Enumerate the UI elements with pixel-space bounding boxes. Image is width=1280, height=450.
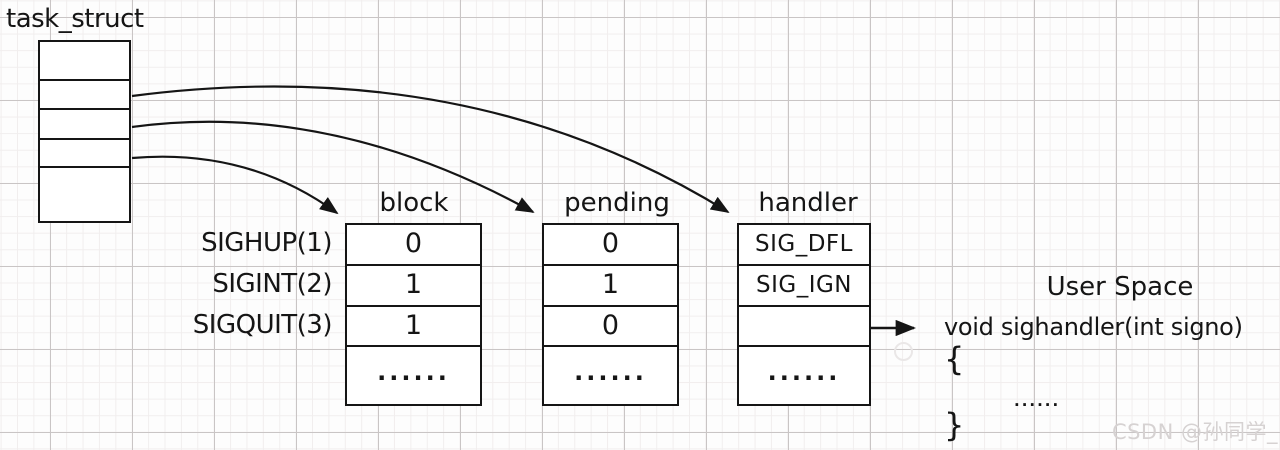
signal-label-sighup: SIGHUP(1) (201, 228, 332, 258)
code-body-ellipsis: ...... (1014, 392, 1061, 410)
pending-cell: 0 (601, 228, 620, 259)
pending-cell-ellipsis: ...... (544, 345, 677, 404)
block-cell: 1 (347, 304, 480, 346)
block-header: block (379, 188, 449, 218)
task-struct-box (38, 40, 131, 223)
pending-header: pending (564, 188, 670, 218)
faint-circle-decoration (894, 342, 913, 361)
task-struct-cell (40, 42, 129, 79)
handler-cell-empty (739, 304, 869, 346)
task-struct-cell (40, 79, 129, 108)
pending-cell: 0 (544, 304, 677, 346)
task-struct-cell (40, 138, 129, 166)
handler-cell: SIG_DFL (755, 231, 853, 257)
open-brace: { (944, 340, 965, 378)
arrow-to-handler-icon (131, 85, 730, 213)
task-struct-cell (40, 166, 129, 214)
block-cell: 0 (404, 228, 423, 259)
handler-cell: SIG_IGN (739, 263, 869, 305)
handler-cell-ellipsis: ...... (739, 345, 869, 404)
arrow-to-block-icon (131, 155, 339, 215)
pending-table: 0 1 0 ...... (542, 223, 679, 407)
block-table: 0 1 1 ...... (345, 223, 482, 407)
task-struct-label: task_struct (6, 4, 144, 34)
close-brace: } (944, 406, 965, 444)
pending-cell: 1 (544, 263, 677, 305)
task-struct-cell (40, 108, 129, 138)
block-cell: 1 (347, 263, 480, 305)
handler-table: SIG_DFL SIG_IGN ...... (737, 223, 871, 407)
watermark: CSDN @孙同学_ (1111, 420, 1278, 444)
signal-label-sigquit: SIGQUIT(3) (192, 310, 333, 340)
sighandler-code-line: void sighandler(int signo) (944, 313, 1243, 341)
block-cell-ellipsis: ...... (347, 345, 480, 404)
signal-label-sigint: SIGINT(2) (212, 269, 332, 299)
handler-header: handler (758, 188, 858, 218)
user-space-title: User Space (1046, 272, 1194, 302)
arrow-to-pending-icon (131, 120, 535, 213)
